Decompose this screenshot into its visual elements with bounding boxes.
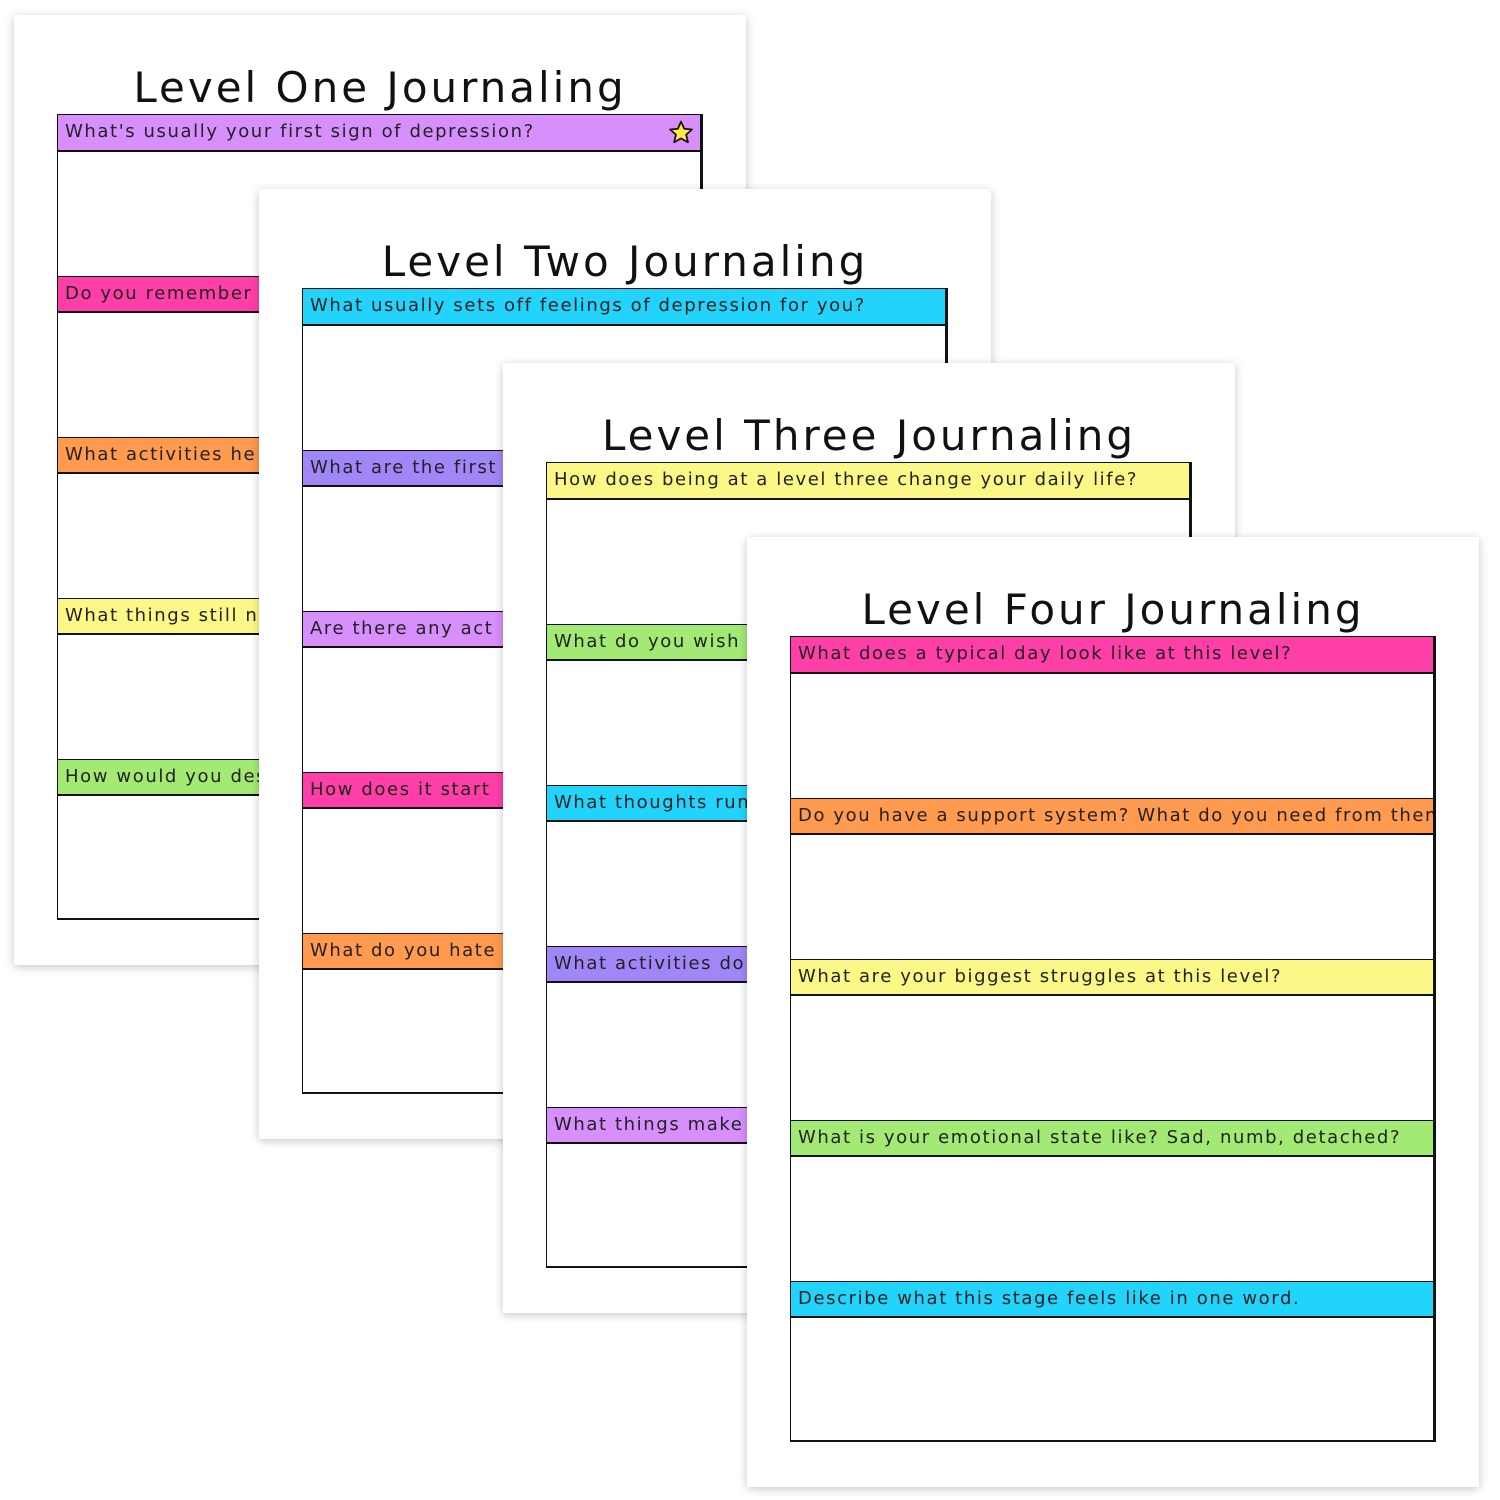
prompt-text: What does a typical day look like at thi… [798,643,1293,664]
prompt-section: Describe what this stage feels like in o… [791,1281,1433,1442]
prompt-section: What does a typical day look like at thi… [791,637,1433,798]
prompt-text: What activities do [554,953,746,974]
prompt-text: What thoughts run [554,792,751,813]
prompt-text: Do you remember wh [65,283,290,304]
prompt-text: Describe what this stage feels like in o… [798,1288,1301,1309]
answer-area[interactable] [791,835,1433,959]
prompt-text: What do you wish y [554,631,760,652]
answer-area[interactable] [791,1318,1433,1442]
prompt-bar: What are your biggest struggles at this … [791,959,1433,996]
answer-area[interactable] [791,674,1433,798]
prompt-bar: Describe what this stage feels like in o… [791,1281,1433,1318]
prompt-text: What are the first [310,457,498,478]
prompt-bar: What does a typical day look like at thi… [791,637,1433,674]
prompt-text: How does being at a level three change y… [554,469,1139,490]
page-title: Level Three Journaling [601,411,1137,460]
prompt-text: What do you hate [310,940,497,961]
page-title: Level Four Journaling [861,585,1365,634]
prompt-section: What are your biggest struggles at this … [791,959,1433,1120]
star-icon [669,120,693,144]
prompt-section: What usually sets off feelings of depres… [303,289,945,450]
prompt-text: What is your emotional state like? Sad, … [798,1127,1402,1148]
prompt-section: What's usually your first sign of depres… [58,115,700,276]
prompt-bar: Do you have a support system? What do yo… [791,798,1433,835]
answer-area[interactable] [791,996,1433,1120]
prompt-text: How would you desc [65,766,279,787]
prompt-text: Do you have a support system? What do yo… [798,805,1433,826]
prompt-section: What is your emotional state like? Sad, … [791,1120,1433,1281]
page-title: Level One Journaling [133,63,627,112]
prompt-text: Are there any act [310,618,494,639]
prompt-section: How does being at a level three change y… [547,463,1189,624]
prompt-text: How does it start [310,779,491,800]
prompt-text: What things make [554,1114,744,1135]
page-title: Level Two Journaling [381,237,869,286]
prompt-text: What usually sets off feelings of depres… [310,295,866,316]
prompt-text: What are your biggest struggles at this … [798,966,1283,987]
prompt-section: Do you have a support system? What do yo… [791,798,1433,959]
prompt-text: What's usually your first sign of depres… [65,121,535,142]
prompt-bar: What usually sets off feelings of depres… [303,289,945,326]
journal-page-level-four: Level Four Journaling What does a typica… [747,537,1479,1487]
prompt-text: What activities he [65,444,257,465]
prompt-text: What things still n [65,605,259,626]
prompt-grid: What does a typical day look like at thi… [790,636,1436,1442]
prompt-bar: What's usually your first sign of depres… [58,115,700,152]
answer-area[interactable] [791,1157,1433,1281]
prompt-bar: What is your emotional state like? Sad, … [791,1120,1433,1157]
prompt-bar: How does being at a level three change y… [547,463,1189,500]
